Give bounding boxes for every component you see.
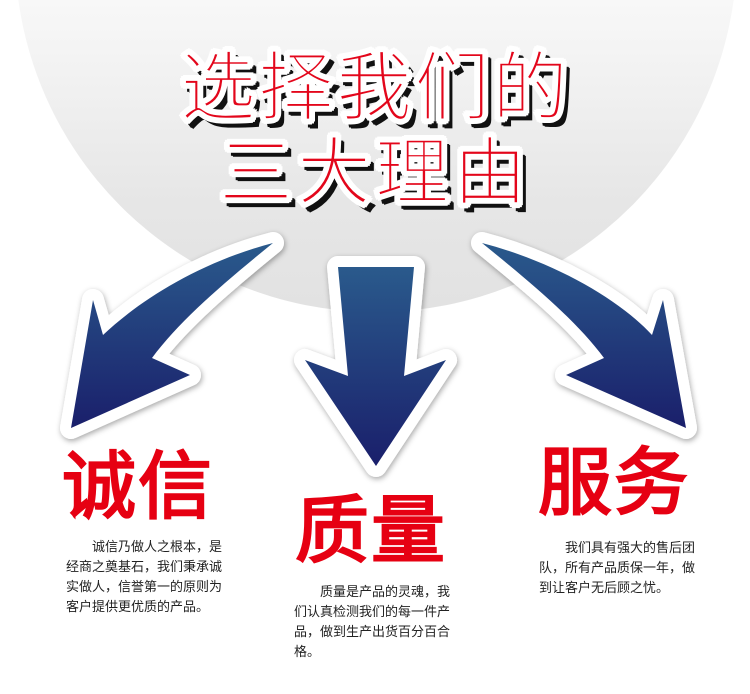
reason-title-integrity: 诚信 — [62, 444, 214, 530]
arrow-down-icon — [294, 256, 457, 477]
curved-arrow-down-left-icon — [60, 232, 284, 439]
reason-description-service: 我们具有强大的售后团队，所有产品质保一年，做到让客户无后顾之忧。 — [539, 541, 696, 596]
reason-title-service: 服务 — [538, 440, 690, 526]
page-title-line-2: 三大理由 — [219, 130, 531, 216]
reason-description-integrity: 诚信乃做人之根本，是经商之奠基石，我们秉承诚实做人，信誉第一的原则为客户提供更优… — [66, 540, 223, 615]
curved-arrow-down-right-icon — [471, 232, 697, 439]
reason-title-quality: 质量 — [295, 488, 447, 574]
reason-description-quality: 质量是产品的灵魂，我们认真检测我们的每一件产品，做到生产出货百分百合格。 — [294, 585, 451, 660]
page-title-line-1: 选择我们的 — [180, 43, 570, 132]
